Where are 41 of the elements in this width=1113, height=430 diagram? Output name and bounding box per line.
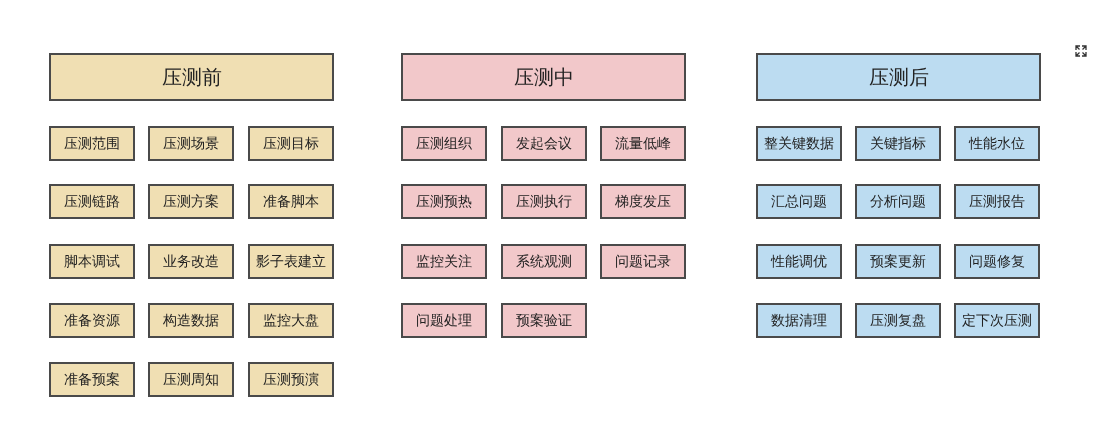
task-box: 压测报告 xyxy=(954,184,1040,219)
task-box: 问题记录 xyxy=(600,244,686,279)
task-box: 整关键数据 xyxy=(756,126,842,161)
task-box: 压测预演 xyxy=(248,362,334,397)
task-box: 压测执行 xyxy=(501,184,587,219)
task-box: 预案更新 xyxy=(855,244,941,279)
phase-header-box: 压测后 xyxy=(756,53,1041,101)
task-box: 构造数据 xyxy=(148,303,234,338)
task-box: 准备资源 xyxy=(49,303,135,338)
task-box: 定下次压测 xyxy=(954,303,1040,338)
task-box: 性能调优 xyxy=(756,244,842,279)
task-box: 监控关注 xyxy=(401,244,487,279)
task-box: 分析问题 xyxy=(855,184,941,219)
task-box: 准备预案 xyxy=(49,362,135,397)
task-box: 问题处理 xyxy=(401,303,487,338)
task-box: 数据清理 xyxy=(756,303,842,338)
task-box: 流量低峰 xyxy=(600,126,686,161)
task-box: 压测复盘 xyxy=(855,303,941,338)
task-box: 准备脚本 xyxy=(248,184,334,219)
task-box: 压测方案 xyxy=(148,184,234,219)
task-box: 脚本调试 xyxy=(49,244,135,279)
task-box: 关键指标 xyxy=(855,126,941,161)
task-box: 压测场景 xyxy=(148,126,234,161)
task-box: 压测目标 xyxy=(248,126,334,161)
task-box: 影子表建立 xyxy=(248,244,334,279)
task-box: 问题修复 xyxy=(954,244,1040,279)
phase-header-box: 压测中 xyxy=(401,53,686,101)
task-box: 发起会议 xyxy=(501,126,587,161)
task-box: 压测链路 xyxy=(49,184,135,219)
task-box: 压测组织 xyxy=(401,126,487,161)
task-box: 压测范围 xyxy=(49,126,135,161)
task-box: 汇总问题 xyxy=(756,184,842,219)
task-box: 业务改造 xyxy=(148,244,234,279)
task-box: 性能水位 xyxy=(954,126,1040,161)
task-box: 压测预热 xyxy=(401,184,487,219)
phase-header-box: 压测前 xyxy=(49,53,334,101)
task-box: 压测周知 xyxy=(148,362,234,397)
task-box: 预案验证 xyxy=(501,303,587,338)
task-box: 监控大盘 xyxy=(248,303,334,338)
task-box: 系统观测 xyxy=(501,244,587,279)
task-box: 梯度发压 xyxy=(600,184,686,219)
